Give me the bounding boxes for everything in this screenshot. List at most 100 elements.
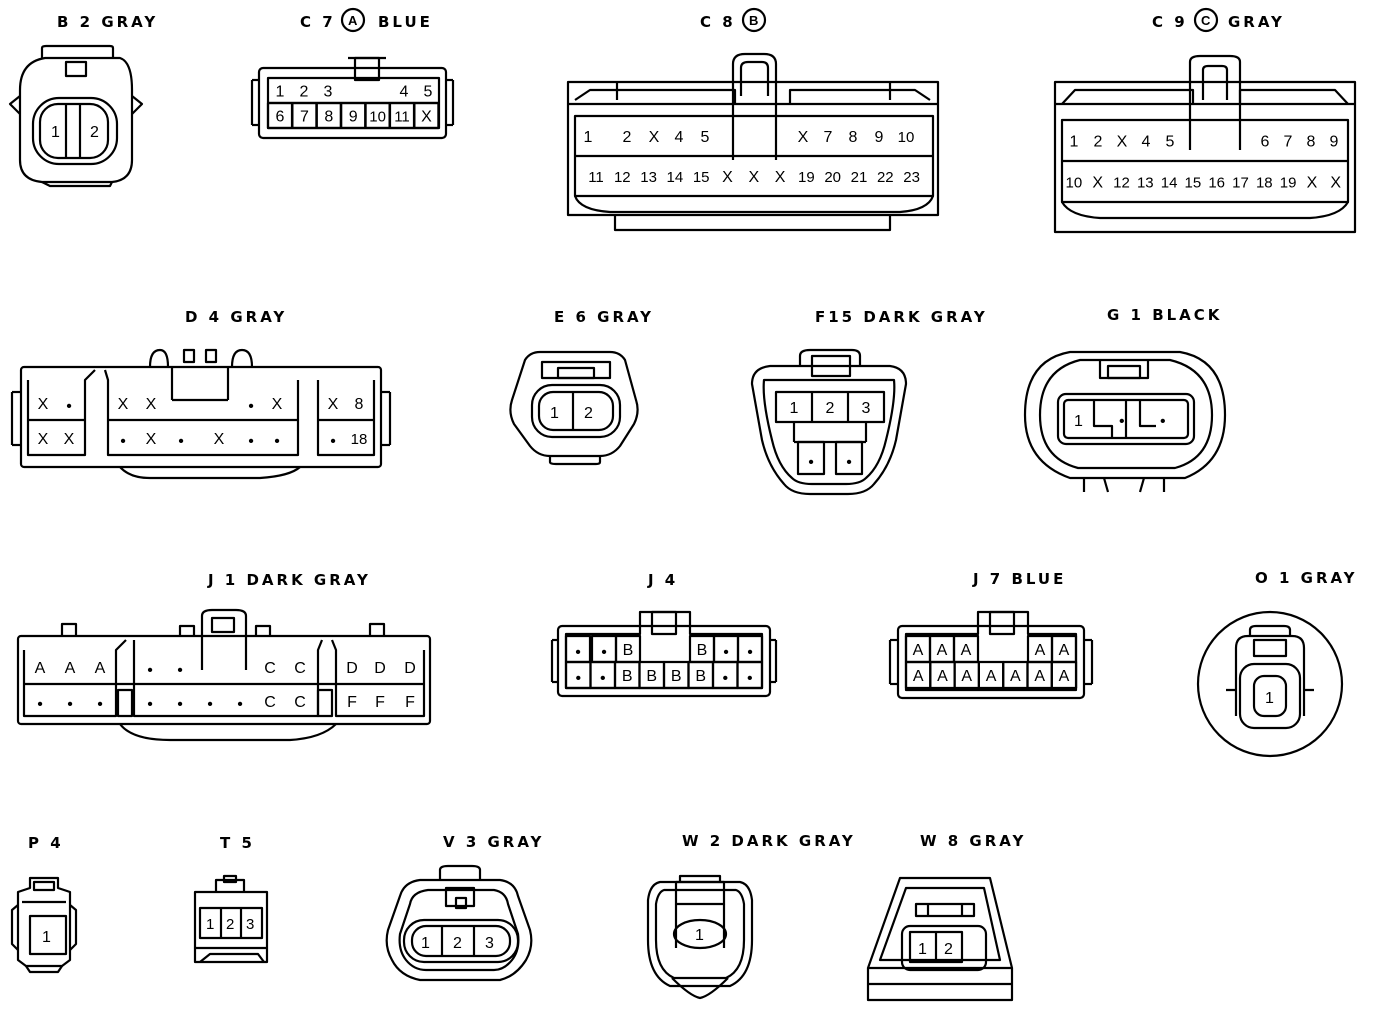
- pin-label: X: [272, 396, 283, 413]
- pin-label: 20: [824, 169, 841, 186]
- pin-label: •: [1119, 413, 1125, 430]
- pin-label: •: [601, 644, 607, 661]
- pin-label: X: [146, 431, 157, 448]
- connector-w2: W 2 DARK GRAY 1: [646, 832, 853, 1000]
- pin-label: 4: [400, 84, 409, 101]
- pin-label: B: [623, 642, 634, 659]
- connector-w8-title: W 8 GRAY: [920, 832, 1026, 850]
- pin-label: 12: [1113, 175, 1130, 192]
- pin-label: 2: [300, 84, 309, 101]
- pin-label: B: [695, 668, 706, 685]
- pin-label: A: [95, 660, 106, 677]
- pin-label: X: [722, 169, 733, 186]
- pin-label: A: [961, 642, 972, 659]
- pin-label: X: [118, 396, 129, 413]
- pin-label: B: [697, 642, 708, 659]
- connector-v3: V 3 GRAY 1 2 3: [385, 833, 541, 982]
- connector-o1-title: O 1 GRAY: [1255, 569, 1358, 587]
- pin-label: •: [600, 670, 606, 687]
- pin-label: 2: [623, 129, 632, 146]
- pin-label: 1: [42, 929, 51, 946]
- pin-label: •: [274, 433, 280, 450]
- pin-label: 1: [1070, 134, 1079, 151]
- pin-label: 2: [90, 124, 99, 141]
- pin-label: •: [575, 644, 581, 661]
- pin-label: 13: [640, 169, 657, 186]
- pin-label: 1: [276, 84, 285, 101]
- connector-c9-title-suffix: GRAY: [1228, 13, 1285, 31]
- pin-label: 19: [798, 169, 815, 186]
- pin-label: 10: [898, 129, 915, 146]
- pin-label: 7: [1284, 134, 1293, 151]
- pin-label: A: [1034, 668, 1045, 685]
- pin-label: F: [375, 694, 385, 711]
- pin-label: 14: [667, 169, 684, 186]
- pin-label: 15: [1185, 175, 1202, 192]
- pin-label: 22: [877, 169, 894, 186]
- pin-label: D: [374, 660, 386, 677]
- pin-cell: [736, 660, 764, 690]
- pin-label: A: [1059, 642, 1070, 659]
- pin-label: 3: [324, 84, 333, 101]
- pin-label: 2: [226, 916, 234, 933]
- pin-label: •: [147, 696, 153, 713]
- connector-p4: P 4 1: [10, 834, 78, 974]
- pin-label: •: [846, 454, 852, 471]
- pin-label: 2: [826, 400, 835, 417]
- connector-o1: O 1 GRAY 1: [1196, 569, 1358, 758]
- pin-label: •: [66, 398, 72, 415]
- pin-label: X: [214, 431, 225, 448]
- connector-w8: W 8 GRAY 1 2: [866, 832, 1026, 1002]
- pin-label: X: [649, 129, 660, 146]
- pin-label: A: [937, 642, 948, 659]
- pin-label: A: [35, 660, 46, 677]
- pin-label: 1: [51, 124, 60, 141]
- connector-t5: T 5 1 2 3: [193, 834, 269, 964]
- connector-g1: G 1 BLACK 1 • •: [1023, 306, 1227, 493]
- pin-label: 8: [324, 109, 333, 126]
- pin-label: 16: [1208, 175, 1225, 192]
- pin-label: 9: [875, 129, 884, 146]
- pin-label: 13: [1137, 175, 1154, 192]
- pin-label: X: [748, 169, 759, 186]
- pin-label: •: [747, 644, 753, 661]
- connector-t5-title: T 5: [220, 834, 255, 852]
- pin-label: C: [294, 660, 306, 677]
- pin-label: A: [937, 668, 948, 685]
- connector-b2: B 2 GRAY 1 2: [8, 13, 155, 188]
- pin-label: 1: [695, 927, 704, 944]
- connector-d4-title: D 4 GRAY: [185, 308, 287, 326]
- pin-label: 18: [1256, 175, 1273, 192]
- pin-label: C: [294, 694, 306, 711]
- pin-label: X: [775, 169, 786, 186]
- connector-e6: E 6 GRAY 1 2: [509, 308, 654, 466]
- connector-e6-title: E 6 GRAY: [554, 308, 654, 326]
- pin-label: X: [798, 129, 809, 146]
- pin-label: 11: [588, 169, 604, 186]
- pin-label: 9: [349, 109, 358, 126]
- pin-label: •: [575, 670, 581, 687]
- pin-label: •: [178, 433, 184, 450]
- pin-label: A: [1059, 668, 1070, 685]
- connector-c9-circled-letter: C: [1201, 13, 1211, 28]
- pin-label: B: [646, 668, 657, 685]
- connector-f15-title: F15 DARK GRAY: [815, 308, 988, 326]
- pin-label: A: [986, 668, 997, 685]
- pin-label: •: [67, 696, 73, 713]
- pin-label: 5: [424, 84, 433, 101]
- pin-label: B: [622, 668, 633, 685]
- pin-label: 2: [453, 935, 462, 952]
- pin-label: 5: [1166, 134, 1175, 151]
- connector-j4-title: J 4: [647, 571, 678, 589]
- pin-label: 21: [851, 169, 868, 186]
- pin-label: C: [264, 694, 276, 711]
- pin-label: 2: [944, 941, 953, 958]
- pin-label: 14: [1161, 175, 1178, 192]
- pin-label: 1: [206, 916, 214, 933]
- pin-label: 8: [1307, 134, 1316, 151]
